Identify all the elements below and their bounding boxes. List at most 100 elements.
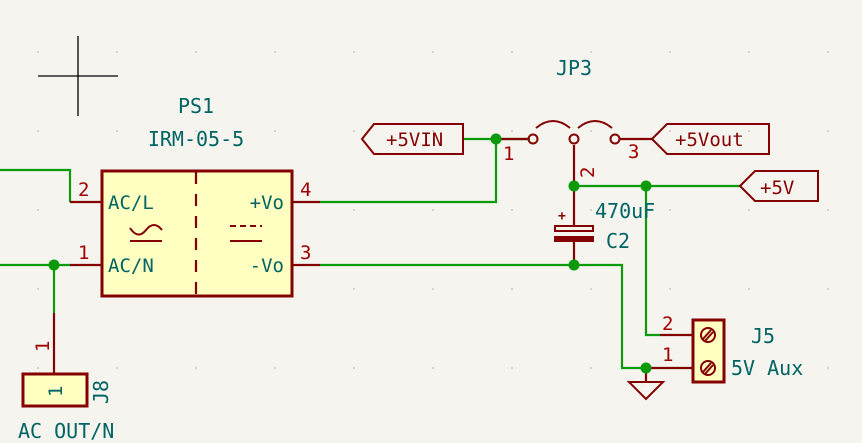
- grid-point: [37, 51, 39, 53]
- grid-point: [511, 209, 513, 211]
- pin-name: -Vo: [250, 255, 284, 277]
- wire-ac-l[interactable]: [0, 168, 72, 202]
- j5-body: [691, 318, 726, 384]
- component-j8[interactable]: 1 1 J8 AC OUT/N: [18, 313, 114, 443]
- grid-point: [590, 209, 592, 211]
- jp3-ref: JP3: [556, 56, 592, 80]
- grid-point: [511, 367, 513, 369]
- grid-point: [827, 130, 829, 132]
- grid-point: [827, 367, 829, 369]
- global-label-5v[interactable]: +5V: [738, 170, 819, 202]
- component-jp3[interactable]: JP3 1 3 2: [496, 56, 652, 186]
- grid-point: [590, 130, 592, 132]
- c2-plate-negative: [554, 236, 594, 242]
- grid-point: [274, 367, 276, 369]
- grid-point: [511, 288, 513, 290]
- grid-point: [195, 51, 197, 53]
- global-label-5vin[interactable]: +5VIN: [360, 123, 464, 155]
- grid-point: [669, 288, 671, 290]
- grid-point: [748, 130, 750, 132]
- grid-point: [432, 130, 434, 132]
- pin-number: 1: [503, 143, 514, 165]
- grid-point: [116, 367, 118, 369]
- pin-name: +Vo: [250, 192, 284, 214]
- grid-point: [353, 288, 355, 290]
- ps1-value: IRM-05-5: [148, 127, 244, 151]
- component-ps1[interactable]: PS1 IRM-05-5 2 1 4 3 AC/L AC/N +Vo -Vo: [70, 94, 320, 298]
- grid-point: [827, 288, 829, 290]
- grid-point: [748, 51, 750, 53]
- grid-point: [590, 367, 592, 369]
- grid-point: [432, 51, 434, 53]
- junction-dot: [568, 180, 580, 192]
- grid-point: [511, 130, 513, 132]
- grid-point: [37, 367, 39, 369]
- grid-point: [37, 130, 39, 132]
- c2-plate-positive: [554, 225, 594, 232]
- grid-point: [353, 209, 355, 211]
- pin-number: 1: [78, 242, 89, 264]
- j8-pin-label: 1: [45, 386, 67, 397]
- c2-polarity: +: [558, 209, 566, 224]
- grid-point: [748, 209, 750, 211]
- grid-point: [274, 51, 276, 53]
- jp3-contact-2: [568, 133, 580, 145]
- wire-gnd[interactable]: [574, 263, 646, 370]
- grid-point: [827, 51, 829, 53]
- component-c2[interactable]: + 470uF C2: [554, 186, 655, 265]
- pin-number: 3: [300, 242, 311, 264]
- j8-ref: J8: [89, 380, 113, 404]
- j8-value: AC OUT/N: [18, 419, 114, 443]
- pin-number: 2: [662, 313, 673, 335]
- grid-point: [37, 209, 39, 211]
- pin-number: 2: [78, 179, 89, 201]
- j5-ref: J5: [751, 324, 775, 348]
- grid-point: [353, 130, 355, 132]
- c2-value: 470uF: [595, 199, 655, 223]
- screw-terminal-icon: [700, 360, 716, 376]
- grid-point: [195, 367, 197, 369]
- grid-point: [274, 130, 276, 132]
- wire-j5-2[interactable]: [644, 186, 660, 337]
- junction-dot: [490, 133, 502, 145]
- grid-point: [37, 288, 39, 290]
- grid-point: [432, 209, 434, 211]
- junction-dot: [640, 180, 652, 192]
- grid-point: [116, 51, 118, 53]
- jp3-contact-3: [609, 133, 621, 145]
- label-text: +5Vout: [675, 129, 744, 151]
- grid-point: [432, 367, 434, 369]
- pin-number: 1: [32, 341, 54, 352]
- grid-point: [669, 51, 671, 53]
- junction-dot: [640, 362, 652, 374]
- crosshair-cursor-icon: [38, 36, 118, 116]
- jp3-bridge-a: [535, 120, 571, 129]
- pin-number: 4: [300, 179, 311, 201]
- jp3-contact-1: [527, 133, 539, 145]
- grid-point: [590, 288, 592, 290]
- jp3-bridge-b: [577, 120, 613, 129]
- grid-point: [511, 51, 513, 53]
- c2-ref: C2: [606, 229, 630, 253]
- grid-point: [827, 209, 829, 211]
- grid-point: [432, 288, 434, 290]
- ps1-ref: PS1: [178, 94, 214, 118]
- j8-body: [21, 372, 89, 408]
- grid-point: [353, 367, 355, 369]
- pin-name: AC/N: [108, 255, 154, 277]
- grid-point: [116, 130, 118, 132]
- ps1-body: [100, 169, 294, 298]
- grid-point: [195, 130, 197, 132]
- junction-dot: [568, 259, 580, 271]
- j5-value: 5V Aux: [731, 356, 803, 380]
- global-label-5vout[interactable]: +5Vout: [650, 123, 770, 155]
- label-text: +5VIN: [386, 129, 443, 151]
- grid-point: [748, 288, 750, 290]
- ac-symbol-icon: [129, 224, 163, 242]
- component-j5[interactable]: 2 1 J5 5V Aux: [646, 313, 803, 384]
- junctions: [48, 133, 652, 374]
- pin-number: 1: [662, 344, 673, 366]
- wire-vo-plus[interactable]: [320, 139, 498, 204]
- label-text: +5V: [760, 177, 794, 199]
